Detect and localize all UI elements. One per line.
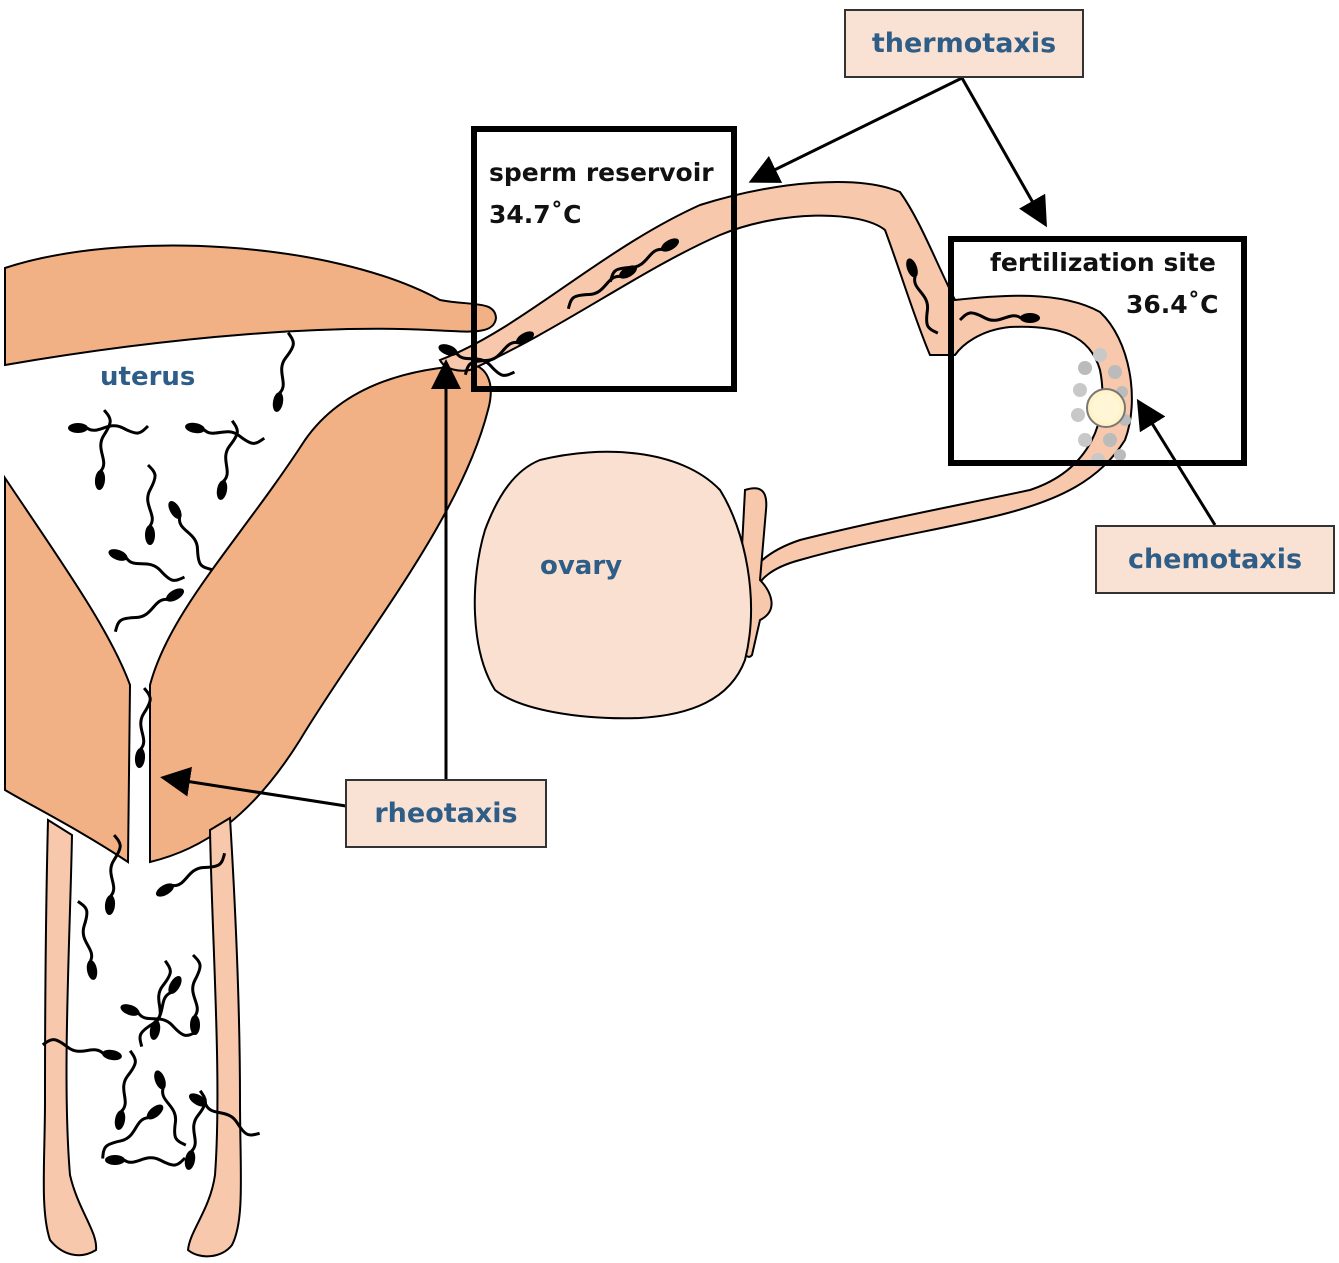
chemotaxis-label: chemotaxis [1095, 525, 1335, 594]
thermotaxis-arrow-right [962, 78, 1044, 222]
thermotaxis-label: thermotaxis [844, 9, 1084, 78]
vagina-left-wall [44, 820, 96, 1255]
rheotaxis-label: rheotaxis [345, 779, 547, 848]
fertilization-site-temp: 36.4˚C [1126, 286, 1219, 324]
sperm-reservoir-temp: 34.7˚C [489, 196, 582, 234]
ovary-label: ovary [540, 551, 622, 581]
fertilization-site-title: fertilization site [990, 244, 1216, 282]
uterus-fundus-wall [5, 246, 496, 365]
ovary-shape [475, 452, 751, 718]
uterus-label: uterus [100, 362, 195, 392]
thermotaxis-arrow-left [754, 78, 962, 180]
vagina-right-wall [188, 818, 241, 1256]
sperm-reservoir-title: sperm reservoir [489, 154, 714, 192]
uterus-left-wall [5, 478, 130, 862]
